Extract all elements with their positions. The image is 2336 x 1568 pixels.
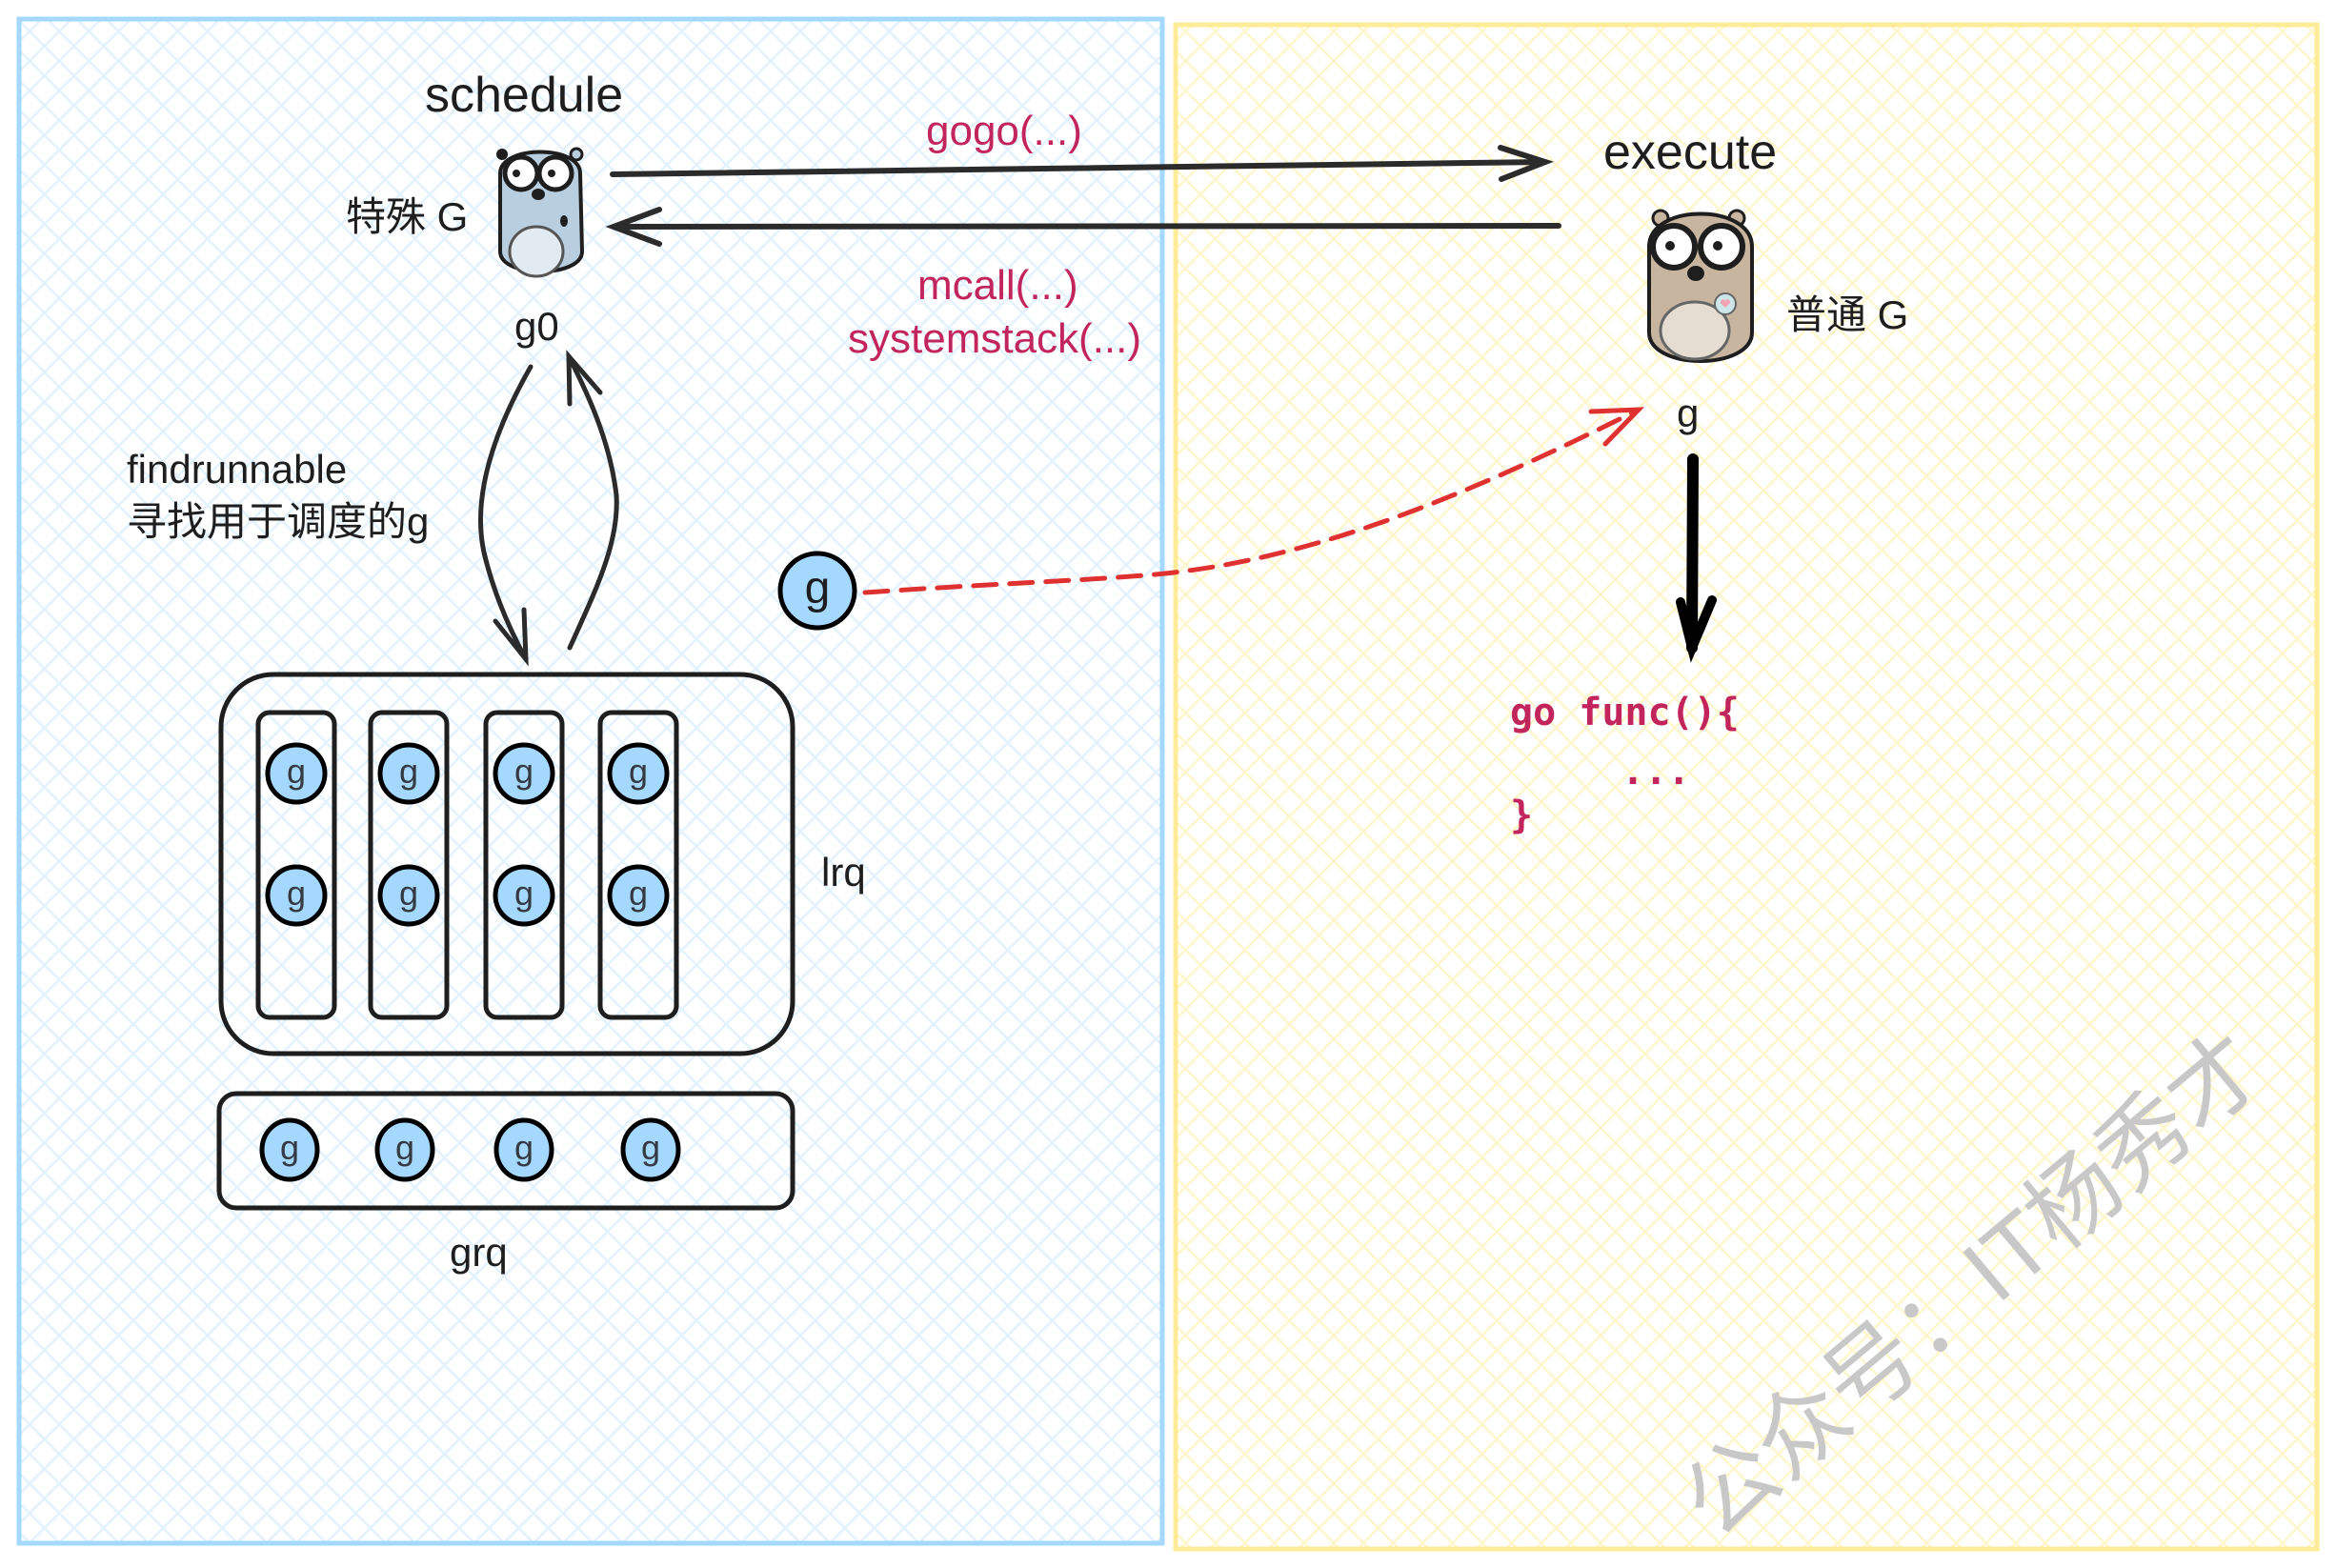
systemstack-label: systemstack(...) (848, 315, 1142, 362)
mcall-label: mcall(...) (917, 262, 1078, 309)
g0-label: g0 (514, 304, 559, 349)
gopher-g-icon (1647, 209, 1754, 363)
schedule-title: schedule (425, 68, 624, 123)
goroutine-item[interactable]: g (607, 742, 670, 805)
lrq-column-frame (483, 710, 565, 1020)
goroutine-label: g (641, 1128, 660, 1167)
lone-g-label: g (805, 563, 831, 613)
schedule-panel (16, 16, 1165, 1546)
lrq-column-frame (368, 710, 450, 1020)
lone-g[interactable]: g (777, 551, 857, 631)
goroutine-item[interactable]: g (493, 742, 555, 805)
lrq-box (218, 672, 795, 1056)
special-g-label: 特殊 G (346, 194, 469, 239)
lrq-column: gg (483, 710, 565, 1020)
grq-label: grq (450, 1230, 508, 1275)
goroutine-label: g (629, 874, 648, 913)
goroutine-item[interactable]: g (265, 864, 328, 927)
goroutine-item[interactable]: g (493, 864, 555, 927)
goroutine-label: g (287, 752, 306, 791)
goroutine-item[interactable]: g (493, 1117, 554, 1182)
code-line-1: go func(){ (1510, 691, 1740, 734)
goroutine-label: g (514, 1128, 534, 1167)
lrq-column: gg (368, 710, 450, 1020)
lrq-column-frame (255, 710, 337, 1020)
findrunnable-label: findrunnable (127, 447, 348, 492)
goroutine-item[interactable]: g (620, 1117, 681, 1182)
goroutine-item[interactable]: g (259, 1117, 320, 1182)
lrq-label: lrq (821, 850, 866, 895)
mcall-arrow (605, 207, 1561, 247)
gogo-arrow (610, 145, 1554, 182)
execute-down-arrow (1676, 453, 1717, 663)
goroutine-label: g (514, 752, 534, 791)
lrq-column: gg (597, 710, 679, 1020)
goroutine-label: g (629, 752, 648, 791)
grq-box (216, 1091, 795, 1211)
code-line-3: } (1510, 794, 1534, 837)
normal-g-label: 普通 G (1786, 292, 1909, 337)
findrunnable-up-arrow (566, 350, 619, 651)
goroutine-item[interactable]: g (374, 1117, 435, 1182)
goroutine-item[interactable]: g (265, 742, 328, 805)
g-label: g (1677, 391, 1700, 435)
steal-dashed-arrow (862, 407, 1645, 595)
goroutine-item[interactable]: g (607, 864, 670, 927)
goroutine-label: g (280, 1128, 299, 1167)
goroutine-label: g (514, 874, 534, 913)
goroutine-item[interactable]: g (377, 742, 440, 805)
execute-title: execute (1603, 125, 1778, 180)
lrq-column-frame (597, 710, 679, 1020)
code-line-2: ... (1621, 750, 1691, 794)
goroutine-label: g (287, 874, 306, 913)
gogo-label: gogo(...) (926, 108, 1082, 154)
gopher-g0-icon (496, 147, 585, 278)
goroutine-item[interactable]: g (377, 864, 440, 927)
findrunnable-desc: 寻找用于调度的g (127, 499, 430, 544)
lrq-column: gg (255, 710, 337, 1020)
goroutine-label: g (399, 752, 418, 791)
goroutine-label: g (399, 874, 418, 913)
findrunnable-down-arrow (478, 364, 534, 667)
goroutine-label: g (395, 1128, 414, 1167)
